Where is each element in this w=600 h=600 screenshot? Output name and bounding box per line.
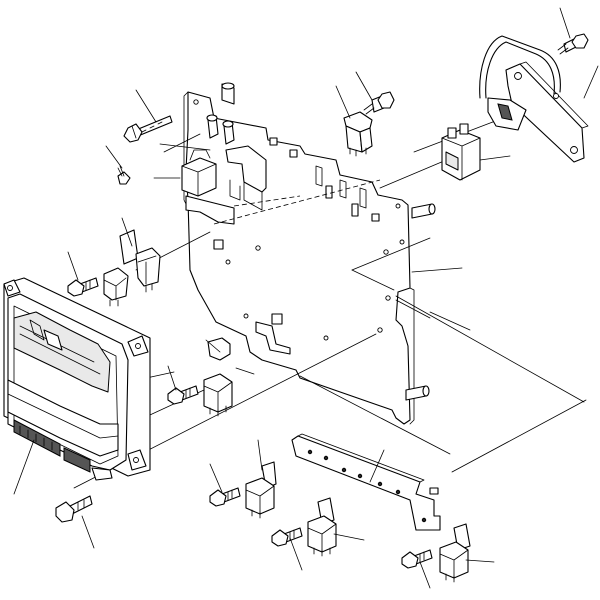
relay-lower-3 — [439, 523, 471, 583]
leader-lines — [13, 7, 599, 589]
edge-clip — [185, 195, 235, 225]
bolt-top-middle — [363, 91, 395, 115]
square-tab — [271, 313, 283, 325]
relay-middle — [203, 337, 233, 417]
wire-harness-bracket — [479, 35, 589, 163]
plate-slots — [315, 165, 367, 217]
bolt-lower-1 — [209, 487, 241, 507]
lower-bracket-holes — [307, 449, 427, 523]
standoff-pins — [221, 82, 436, 401]
plate-lower-tab — [255, 321, 291, 355]
relay-left — [103, 229, 161, 307]
relay-lower-2 — [307, 497, 337, 557]
bolt-left-relay — [67, 277, 99, 297]
square-tab — [269, 137, 278, 146]
lower-bracket — [291, 433, 441, 531]
bolt-top-right — [557, 33, 589, 55]
bolt-controller — [55, 495, 93, 523]
square-tab — [289, 149, 298, 158]
main-bracket-plate — [183, 82, 436, 425]
plate-screws — [206, 114, 235, 145]
relay-lower-1 — [245, 461, 277, 519]
relay-box-upper — [181, 149, 217, 197]
square-tab — [371, 213, 380, 222]
square-tab — [213, 239, 224, 250]
bolt-lower-3 — [401, 549, 433, 569]
controller-unit — [3, 277, 151, 481]
bolt-small-upper-left — [117, 165, 131, 185]
bolt-lower-2 — [271, 527, 303, 547]
bolt-middle-relay — [167, 385, 199, 405]
controller-sockets — [13, 419, 91, 473]
connector — [441, 123, 481, 181]
bolt-long-upper-left — [123, 115, 173, 143]
relay-top — [343, 111, 373, 157]
